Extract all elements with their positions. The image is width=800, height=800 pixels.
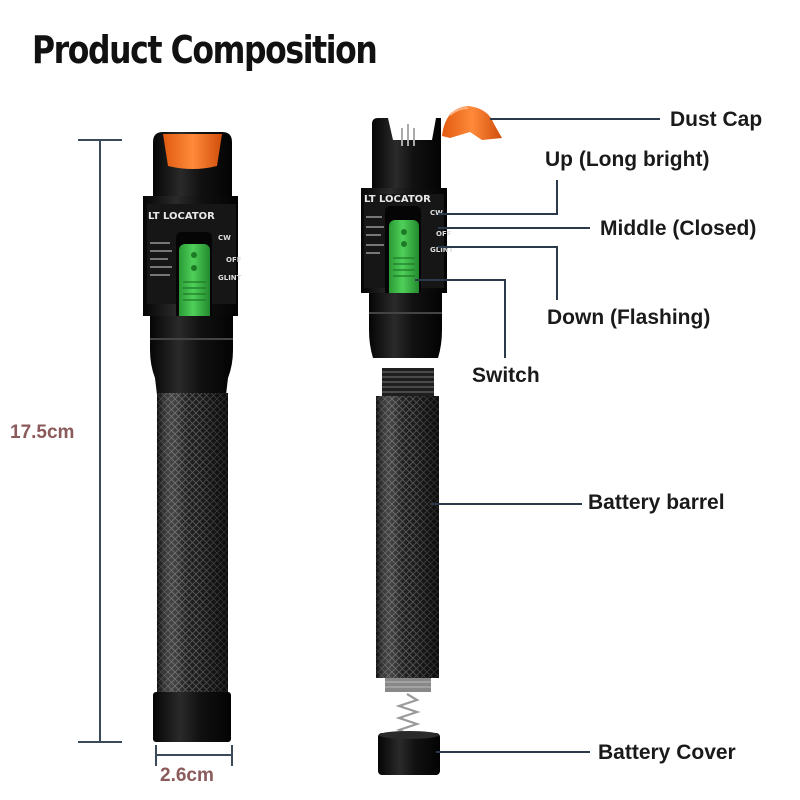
svg-text:GLINT: GLINT (218, 274, 242, 282)
label-switch: Switch (472, 364, 540, 387)
leader-lines (415, 118, 660, 753)
svg-text:OFF: OFF (226, 256, 242, 264)
assembled-pen: LT LOCATOR CW OFF GLINT (143, 132, 242, 742)
svg-text:CW: CW (218, 234, 231, 242)
exploded-pen: LT LOCATOR CW OFF GLINT (361, 106, 502, 775)
svg-text:OFF: OFF (436, 230, 452, 238)
orange-cap (163, 134, 222, 169)
svg-text:CW: CW (430, 209, 443, 217)
switch-green (389, 220, 419, 298)
dust-cap (442, 106, 502, 140)
brand-text: LT LOCATOR (148, 211, 215, 222)
spring (395, 693, 421, 737)
label-up: Up (Long bright) (545, 148, 710, 171)
label-down: Down (Flashing) (547, 306, 711, 329)
label-dust-cap: Dust Cap (670, 108, 763, 131)
battery-cover (378, 733, 440, 775)
height-dimension-text: 17.5cm (10, 422, 75, 443)
label-battery-barrel: Battery barrel (588, 491, 725, 514)
label-middle: Middle (Closed) (600, 217, 757, 240)
height-dimension-line (78, 139, 122, 743)
label-battery-cover: Battery Cover (598, 741, 736, 764)
green-switch (179, 244, 210, 326)
width-dimension-line (155, 745, 233, 766)
width-dimension-text: 2.6cm (160, 765, 214, 786)
svg-text:LT LOCATOR: LT LOCATOR (364, 194, 431, 205)
page-title: Product Composition (32, 28, 378, 72)
svg-text:GLINT: GLINT (430, 246, 454, 254)
